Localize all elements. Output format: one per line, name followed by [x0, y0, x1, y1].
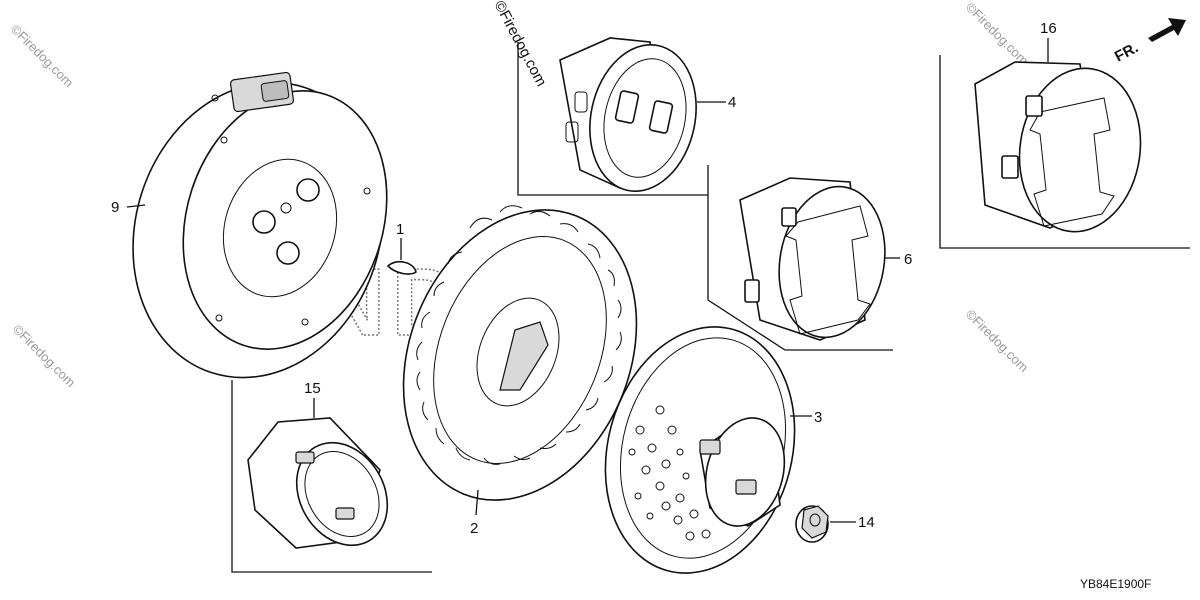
callout-part-6: 6	[904, 251, 912, 268]
watermark-mid-left: ©Firedog.com	[10, 322, 78, 390]
front-direction-indicator: FR.	[1112, 18, 1186, 66]
front-direction-label: FR.	[1112, 39, 1141, 65]
part-4-starter-pulley	[559, 37, 697, 192]
part-15-cup	[247, 417, 389, 549]
watermark-top-left: ©Firedog.com	[8, 22, 76, 90]
callout-part-14: 14	[858, 514, 875, 531]
frame-part-15	[231, 380, 432, 573]
callout-part-16: 16	[1040, 20, 1057, 37]
part-14-flange-nut	[795, 505, 829, 543]
callout-part-3: 3	[814, 409, 822, 426]
frame-part-4-6	[517, 42, 893, 351]
callout-part-4: 4	[728, 94, 736, 111]
watermark-mid-right: ©Firedog.com	[963, 307, 1031, 375]
front-arrow-icon	[1148, 18, 1186, 42]
part-1-key	[386, 260, 417, 275]
diagram-code: YB84E1900F	[1080, 577, 1151, 591]
leader-part-2	[475, 489, 479, 516]
group-frames	[231, 42, 1190, 573]
callout-part-15: 15	[304, 380, 321, 397]
part-6-cup	[739, 177, 886, 341]
part-16-cup	[974, 61, 1142, 233]
leader-part-9	[126, 204, 146, 208]
watermark-top-right: ©Firedog.com	[963, 0, 1031, 68]
frame-part-16	[939, 55, 1190, 249]
callout-part-2: 2	[470, 520, 478, 537]
callout-part-9: 9	[111, 199, 119, 216]
part-2-cooling-fan	[402, 205, 638, 501]
part-9-flywheel	[132, 71, 388, 379]
callout-part-1: 1	[396, 221, 404, 238]
part-3-pulley-plate	[604, 326, 796, 574]
copyright-watermark: ©Firedog.com	[490, 0, 549, 89]
